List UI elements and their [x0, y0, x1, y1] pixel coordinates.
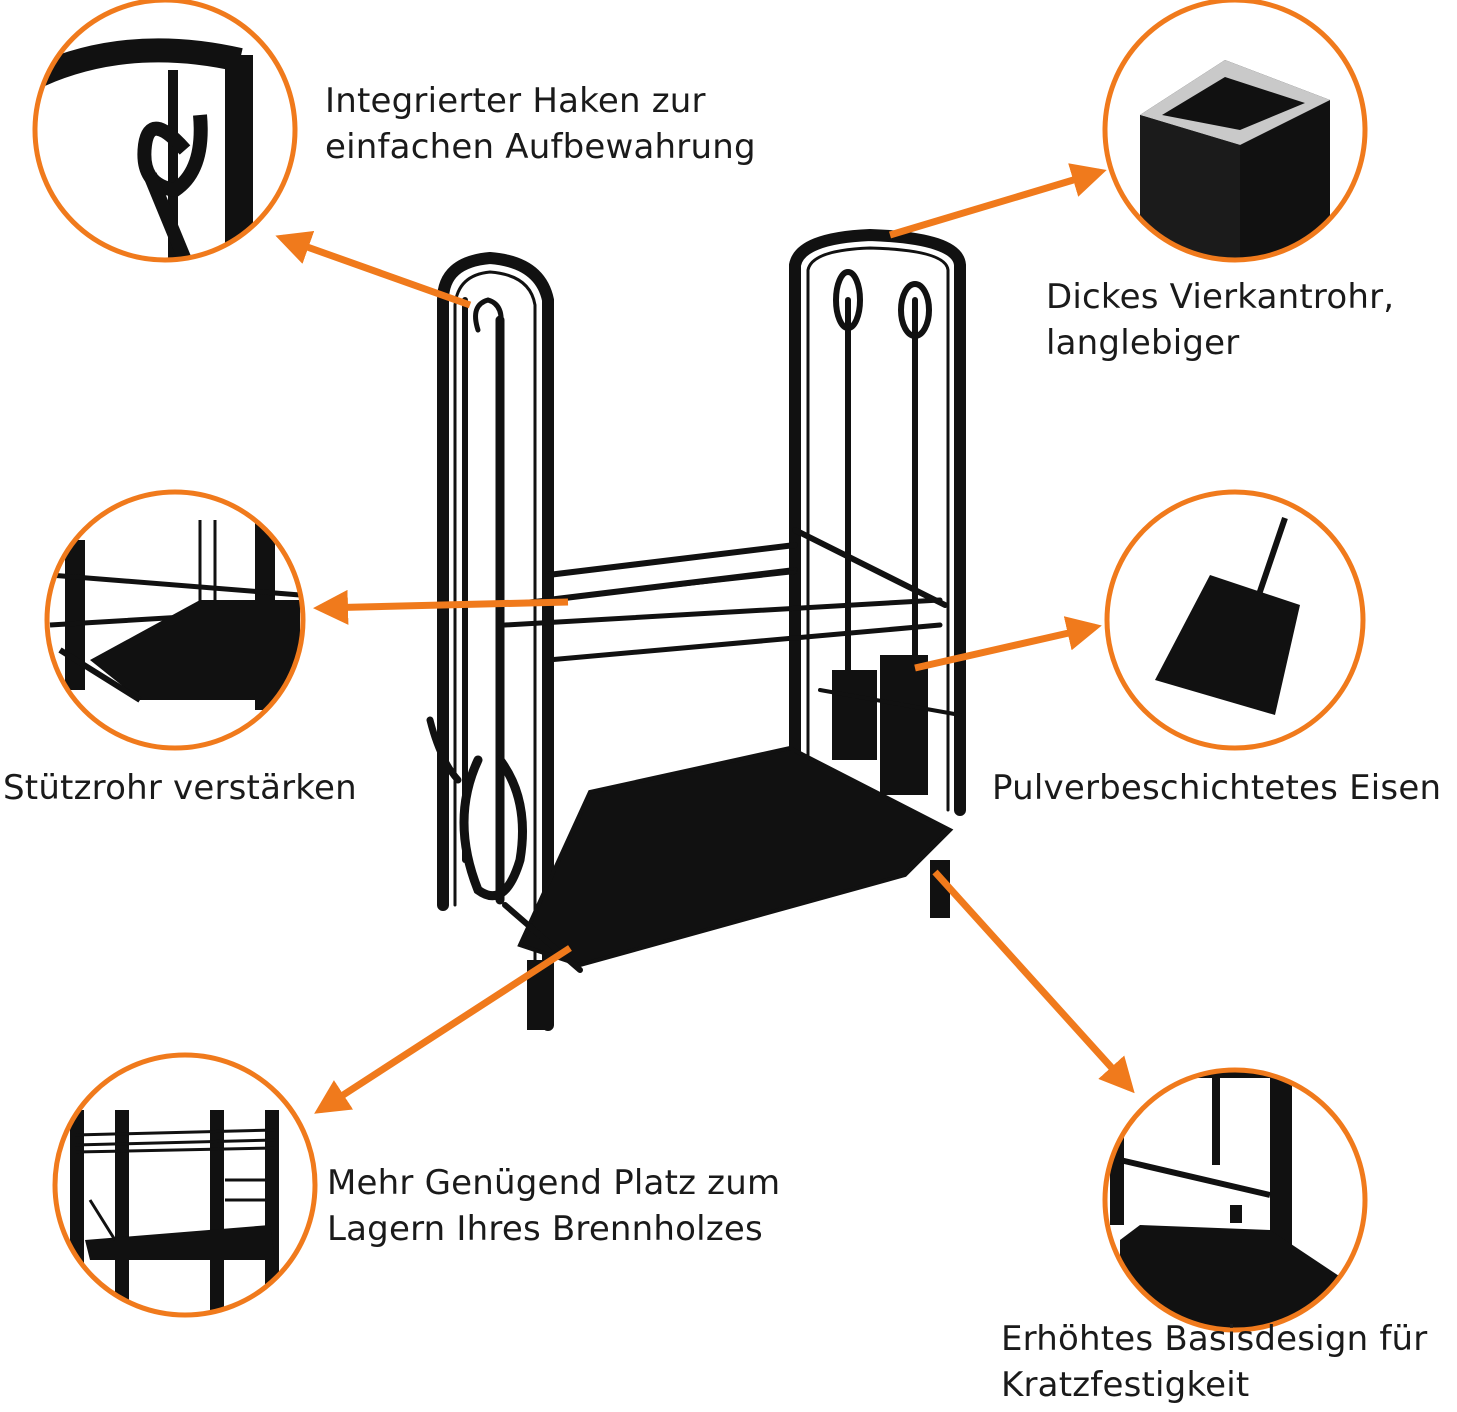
detail-tube-circle	[1102, 0, 1368, 263]
callout-base-label: Erhöhtes Basisdesign für Kratzfestigkeit	[1001, 1319, 1428, 1405]
arrow-support	[313, 589, 569, 625]
callout-space-label: Mehr Genügend Platz zum Lagern Ihres Bre…	[327, 1163, 781, 1249]
detail-hook-circle	[32, 0, 298, 263]
arrow-space	[314, 945, 572, 1114]
callout-hook-label: Integrierter Haken zur einfachen Aufbewa…	[325, 81, 756, 167]
detail-support-circle	[44, 489, 306, 751]
arrow-base	[932, 869, 1135, 1094]
arrow-iron	[914, 616, 1102, 672]
log-rack-image	[426, 228, 966, 1031]
detail-space-circle	[52, 1052, 318, 1318]
callout-support-label: Stützrohr verstärken	[3, 768, 357, 808]
arrow-tube	[888, 163, 1107, 239]
detail-base-circle	[1102, 1067, 1368, 1333]
arrow-hook	[275, 230, 472, 309]
callout-arrows	[275, 163, 1135, 1114]
callout-iron-label: Pulverbeschichtetes Eisen	[992, 768, 1442, 808]
detail-iron-circle	[1104, 489, 1366, 751]
callout-tube-label: Dickes Vierkantrohr, langlebiger	[1046, 277, 1395, 363]
